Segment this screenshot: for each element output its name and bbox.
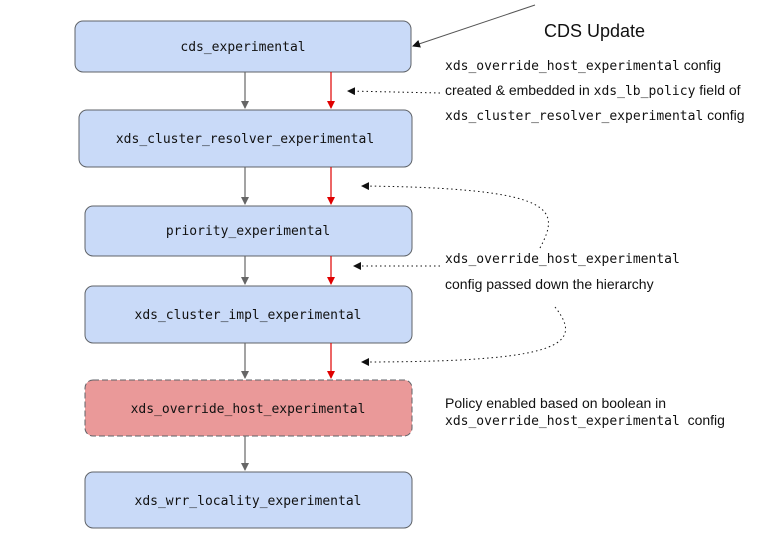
box-cluster-impl bbox=[84, 285, 413, 344]
box-priority bbox=[84, 205, 413, 257]
box-priority-label: priority_experimental bbox=[166, 224, 330, 239]
note1-line2: created & embedded in xds_lb_policy fiel… bbox=[445, 82, 741, 99]
box-wrr-locality bbox=[84, 471, 413, 529]
box-wrr-locality-label: xds_wrr_locality_experimental bbox=[135, 494, 362, 509]
note1-line1: xds_override_host_experimental config bbox=[445, 57, 721, 74]
note1-line3: xds_cluster_resolver_experimental config bbox=[445, 107, 745, 124]
note2-line2: config passed down the hierarchy bbox=[445, 276, 654, 292]
box-cluster-resolver-label: xds_cluster_resolver_experimental bbox=[116, 132, 374, 147]
box-override-host bbox=[84, 379, 413, 437]
box-override-host-label: xds_override_host_experimental bbox=[131, 402, 366, 417]
note2-line1: xds_override_host_experimental bbox=[445, 252, 680, 267]
dotted-arrow-note1 bbox=[347, 87, 441, 96]
box-cds-label: cds_experimental bbox=[180, 40, 305, 55]
note3-line2: xds_override_host_experimental config bbox=[445, 412, 725, 429]
box-cds bbox=[74, 20, 412, 73]
note3-line1: Policy enabled based on boolean in bbox=[445, 395, 666, 411]
box-cluster-impl-label: xds_cluster_impl_experimental bbox=[135, 308, 362, 323]
dotted-arrow-to-override-host bbox=[361, 306, 567, 366]
cds-update-arrow bbox=[412, 4, 536, 48]
cds-update-title: CDS Update bbox=[544, 21, 645, 41]
